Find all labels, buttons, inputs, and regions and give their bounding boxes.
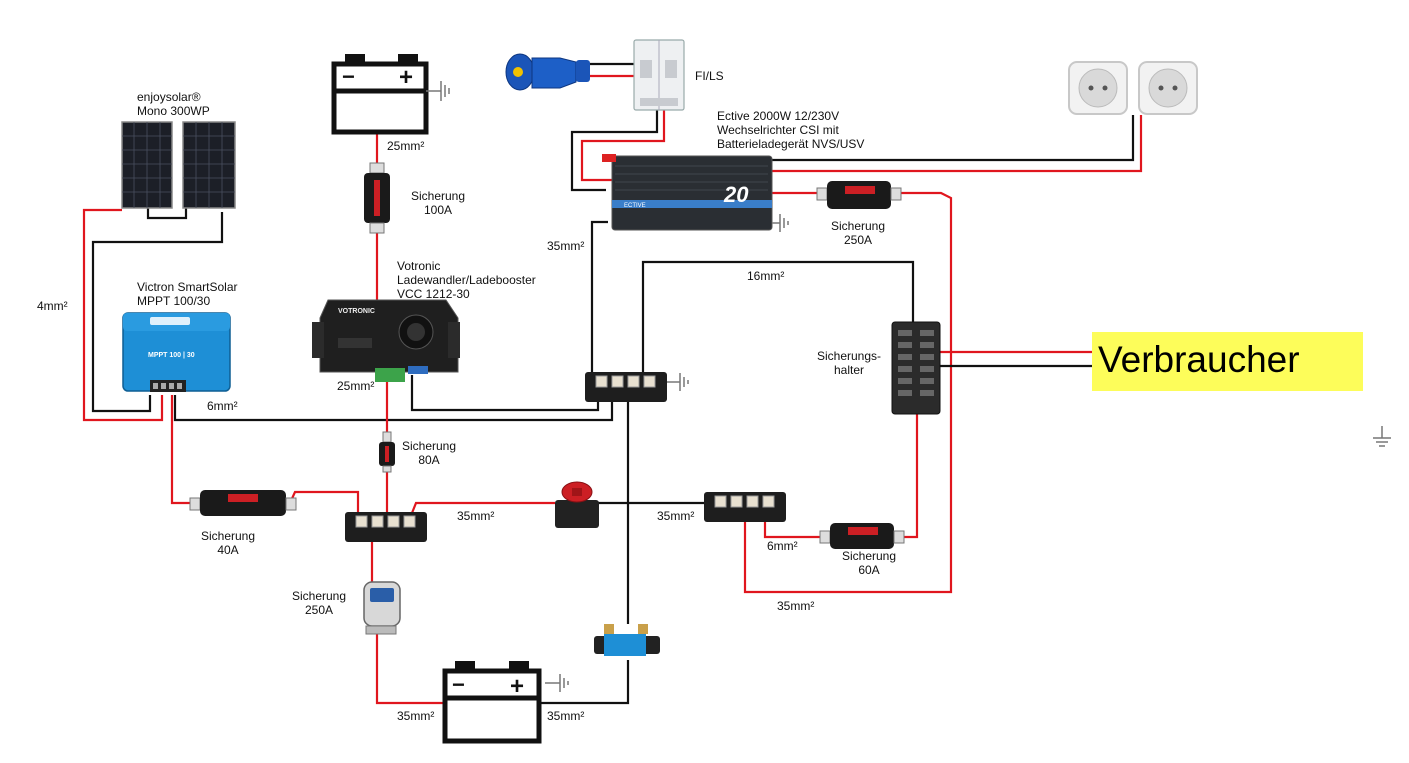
ground-icon [772, 214, 789, 232]
wire-busbar2-inverter [743, 191, 953, 594]
wire-panel-link [146, 205, 188, 220]
fuse-holder-label: Sicherungs- halter [816, 349, 882, 377]
wire-solar-negative [91, 212, 224, 413]
house-battery: − + [442, 661, 542, 744]
fuse-250a-inverter [816, 181, 902, 209]
fuse-60a [819, 523, 905, 549]
fuse-100a-label: Sicherung 100A [410, 189, 466, 217]
wire-inverter-fils-red [580, 110, 666, 182]
cable-label: 35mm² [397, 709, 435, 723]
votronic-booster: VOTRONIC [312, 299, 460, 382]
mppt-charge-controller: MPPT 100 | 30 [122, 312, 231, 392]
wire-fuse60-fuseholder [898, 413, 919, 539]
starter-battery-minus: − [342, 64, 355, 89]
starter-battery-plus: + [399, 64, 413, 91]
wire-booster-negative [410, 375, 600, 412]
ground-busbar [585, 372, 667, 402]
ground-icon [1373, 426, 1391, 447]
fi-ls-breaker [633, 39, 685, 111]
inverter-display: 20 [723, 182, 749, 207]
cee-plug [505, 53, 590, 91]
cable-label: 35mm² [547, 709, 585, 723]
starter-battery: − + [331, 54, 429, 135]
cable-label: 4mm² [37, 299, 68, 313]
fuse-80a-label: Sicherung 80A [401, 439, 457, 467]
solar-panel-label: enjoysolar® Mono 300WP [137, 90, 210, 118]
positive-busbar [345, 512, 427, 542]
wire-fuse250-battery [375, 626, 445, 705]
cable-label: 16mm² [747, 269, 785, 283]
inverter-brand: ECTIVE [624, 203, 646, 209]
wire-ground-fuseholder [641, 260, 915, 378]
ground-icon [545, 674, 569, 692]
cable-label: 35mm² [657, 509, 695, 523]
cable-label: 35mm² [457, 509, 495, 523]
wire-ground-inverter [590, 220, 608, 378]
wire-inverter-socket-black [770, 115, 1135, 162]
solar-panel-left [121, 121, 173, 209]
ground-icon [667, 373, 689, 391]
solar-panel-right [182, 121, 236, 209]
cable-label: 6mm² [207, 399, 238, 413]
battery-shunt [594, 624, 660, 656]
house-battery-minus: − [452, 672, 465, 697]
fuse-holder-block [891, 321, 941, 415]
fuse-60a-label: Sicherung 60A [841, 549, 897, 577]
consumer-label: Verbraucher [1098, 339, 1300, 380]
wire-busbar2-fuse60 [763, 520, 823, 539]
ground-icon [426, 81, 450, 101]
fuse-100a [364, 162, 390, 234]
booster-label: Votronic Ladewandler/Ladebooster VCC 121… [397, 259, 536, 301]
wire-solar-positive [82, 208, 164, 422]
wire-mppt-positive [170, 395, 193, 505]
cable-label: 35mm² [777, 599, 815, 613]
power-socket-left [1068, 61, 1128, 115]
fuse-250a-inverter-label: Sicherung 250A [830, 219, 886, 247]
fi-ls-label: FI/LS [695, 69, 724, 83]
fuse-40a-label: Sicherung 40A [200, 529, 256, 557]
inverter-label: Ective 2000W 12/230V Wechselrichter CSI … [717, 109, 865, 151]
booster-brand: VOTRONIC [338, 308, 375, 315]
wire-inverter-fils-black [570, 110, 659, 192]
consumer-box: Verbraucher [1092, 332, 1363, 391]
cable-label: 25mm² [387, 139, 425, 153]
power-socket-right [1138, 61, 1198, 115]
battery-switch [555, 481, 599, 528]
cable-label: 35mm² [547, 239, 585, 253]
wire-inverter-socket-red [770, 115, 1143, 173]
wire-battery-shunt [541, 660, 630, 705]
house-battery-plus: + [510, 673, 524, 700]
cable-label: 6mm² [767, 539, 798, 553]
ective-inverter: 20 ECTIVE [602, 154, 773, 231]
wire-mppt-negative [173, 395, 614, 422]
mppt-label: Victron SmartSolar MPPT 100/30 [137, 280, 238, 308]
fuse-250a-battery-label: Sicherung 250A [291, 589, 347, 617]
fuse-80a [379, 431, 395, 473]
fuse-40a [189, 490, 297, 516]
mppt-display: MPPT 100 | 30 [148, 352, 195, 359]
cable-label: 25mm² [337, 379, 375, 393]
solar-panels [121, 121, 236, 209]
positive-busbar-2 [704, 492, 786, 522]
circuit-breaker-250a [363, 581, 401, 635]
